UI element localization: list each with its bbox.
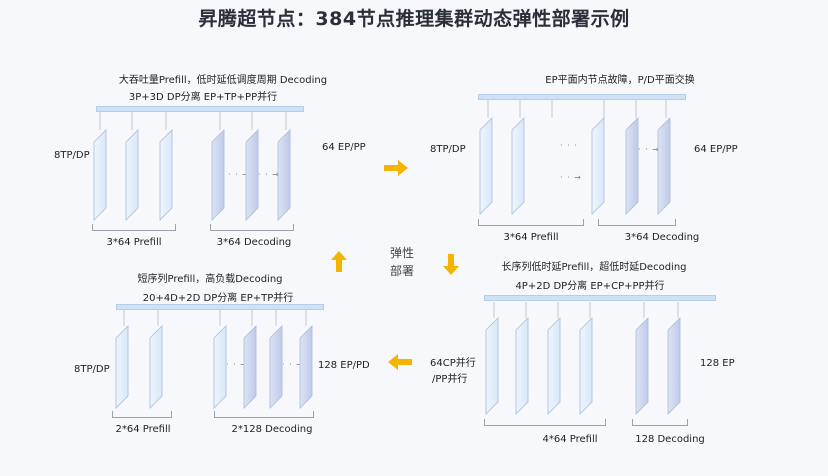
arrow-right <box>384 160 408 176</box>
tr-ellipsis-2: · · → <box>560 173 582 182</box>
tr-ellipsis-1: · · · <box>560 141 578 150</box>
tr-prefill-slab-3 <box>591 117 605 215</box>
tl-decoding-slab-1 <box>211 129 225 221</box>
br-right-label: 128 EP <box>700 358 735 369</box>
flow-arrows <box>331 160 459 370</box>
tl-ellipsis-2: · · → <box>258 170 280 179</box>
arrow-down <box>443 254 459 275</box>
bl-connector-lines <box>123 310 307 326</box>
br-left-label-1: 64CP并行 <box>430 358 476 369</box>
br-connector-lines <box>493 302 679 318</box>
bl-prefill-slab-1 <box>115 325 129 409</box>
center-label-2: 部署 <box>389 264 414 278</box>
tr-prefill-slab-1 <box>479 117 493 215</box>
tr-heading-1: EP平面内节点故障，P/D平面交换 <box>545 75 695 86</box>
tl-top-bar <box>96 106 304 112</box>
bl-decoding-slab-1 <box>213 325 227 409</box>
br-heading-2: 4P+2D DP分离 EP+CP+PP并行 <box>515 281 665 292</box>
tr-decoding-slab-2 <box>657 117 671 215</box>
tr-decoding-bracket <box>598 219 676 226</box>
arrow-left <box>388 354 412 370</box>
bl-prefill-slab-2 <box>149 325 163 409</box>
br-prefill-slab-2 <box>515 317 529 415</box>
tr-prefill-bracket <box>478 219 584 226</box>
tl-connector-lines <box>99 112 287 130</box>
center-label-1: 弹性 <box>389 246 414 260</box>
bl-decoding-slab-4 <box>299 325 313 409</box>
tr-prefill-slab-2 <box>511 117 525 215</box>
tr-ellipsis-3: · · → <box>638 145 660 154</box>
tl-right-label: 64 EP/PP <box>322 142 366 153</box>
tl-decoding-slab-3 <box>277 129 291 221</box>
bl-decoding-slab-2 <box>243 325 257 409</box>
br-prefill-label: 4*64 Prefill <box>542 434 598 445</box>
tl-prefill-label: 3*64 Prefill <box>106 237 162 248</box>
tl-heading-1: 大吞吐量Prefill，低时延低调度周期 Decoding <box>118 75 328 86</box>
br-prefill-bracket <box>484 419 606 426</box>
tl-prefill-bracket <box>92 224 176 231</box>
tr-connector-lines <box>487 100 667 118</box>
bl-left-label: 8TP/DP <box>74 364 110 375</box>
bl-decoding-label: 2*128 Decoding <box>231 424 313 435</box>
bl-top-bar <box>116 304 324 310</box>
tl-decoding-bracket <box>210 224 294 231</box>
tr-decoding-label: 3*64 Decoding <box>624 232 700 243</box>
br-decoding-bracket <box>632 419 688 426</box>
br-decoding-label: 128 Decoding <box>635 434 705 445</box>
br-heading-1: 长序列低时延Prefill，超低时延Decoding <box>501 262 687 273</box>
tl-slabs <box>93 129 291 221</box>
bl-heading-1: 短序列Prefill，高负载Decoding <box>137 274 283 285</box>
br-prefill-slab-1 <box>485 317 499 415</box>
bl-ellipsis-1: · · → <box>226 360 248 369</box>
br-prefill-slab-4 <box>579 317 593 415</box>
tl-decoding-label: 3*64 Decoding <box>216 237 292 248</box>
tl-ellipsis-1: · · → <box>228 170 250 179</box>
br-slabs <box>485 317 681 415</box>
bl-heading-2: 20+4D+2D DP分离 EP+TP并行 <box>142 293 294 304</box>
tl-left-label: 8TP/DP <box>54 150 90 161</box>
tl-decoding-slab-2 <box>245 129 259 221</box>
bl-slabs <box>115 325 313 409</box>
page-title: 昇腾超节点：384节点推理集群动态弹性部署示例 <box>198 8 630 30</box>
arrow-up <box>331 251 347 272</box>
tl-prefill-slab-2 <box>125 129 139 221</box>
br-left-label-2: /PP并行 <box>432 374 468 385</box>
tl-prefill-slab-3 <box>159 129 173 221</box>
tl-heading-2: 3P+3D DP分离 EP+TP+PP并行 <box>128 92 278 103</box>
br-decoding-slab-2 <box>667 317 681 415</box>
tr-left-label: 8TP/DP <box>430 144 466 155</box>
tr-prefill-label: 3*64 Prefill <box>503 232 559 243</box>
br-top-bar <box>484 295 716 301</box>
bl-prefill-label: 2*64 Prefill <box>115 424 171 435</box>
tr-top-bar <box>478 94 686 100</box>
tl-prefill-slab-1 <box>93 129 107 221</box>
br-prefill-slab-3 <box>547 317 561 415</box>
br-decoding-slab-1 <box>635 317 649 415</box>
bl-prefill-bracket <box>112 411 172 418</box>
bl-ellipsis-2: · · → <box>282 360 304 369</box>
tr-right-label: 64 EP/PP <box>694 144 738 155</box>
bl-right-label: 128 EP/PD <box>318 360 370 371</box>
tr-decoding-slab-1 <box>625 117 639 215</box>
bl-decoding-slab-3 <box>269 325 283 409</box>
bl-decoding-bracket <box>214 411 314 418</box>
tr-slabs <box>479 117 671 215</box>
